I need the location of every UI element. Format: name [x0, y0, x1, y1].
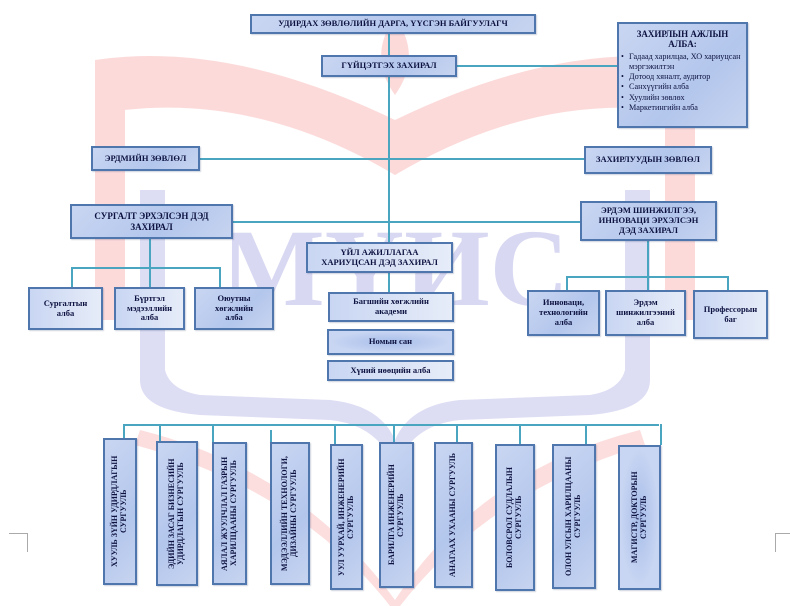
education-deputy-label: СУРГАЛТ ЭРХЭЛСЭН ДЭД ЗАХИРАЛ [94, 211, 209, 232]
research-unit-label: Профессорын баг [703, 303, 758, 324]
connector-edu-1 [71, 267, 73, 287]
school-label: БОЛОВСРОЛ СУДЛАЛЫН СУРГУУЛЬ [505, 467, 523, 568]
operations-unit-box[interactable]: Хүний нөөцийн алба [327, 360, 454, 381]
operations-unit-label: Багшийн хөгжлийн академи [353, 296, 429, 316]
operations-unit-box[interactable]: Номын сан [327, 329, 454, 355]
operations-deputy-box[interactable]: ҮЙЛ АЖИЛЛАГАА ХАРИУЦСАН ДЭД ЗАХИРАЛ [306, 242, 453, 273]
connector-schools-bar [123, 424, 659, 426]
connector-school-drop [519, 424, 521, 444]
connector-school-drop [212, 424, 214, 442]
directors-council-box[interactable]: ЗАХИРЛУУДЫН ЗӨВЛӨЛ [584, 146, 712, 174]
director-office-item: Хуулийн зөвлөх [621, 93, 746, 104]
education-unit-label: Оюутны хөгжлийн алба [215, 292, 253, 323]
connector-school-drop [660, 424, 662, 445]
board-chair-box[interactable]: УДИРДАХ ЗӨВЛӨЛИЙН ДАРГА, ҮҮСГЭН БАЙГУУЛА… [250, 14, 536, 34]
school-label: МЭДЭЭЛЛИЙН ТЕХНОЛОГИ, ДИЗАЙНЫ СУРГУУЛЬ [280, 456, 298, 571]
connector-edu-3 [219, 267, 221, 287]
director-office-title: ЗАХИРЛЫН АЖЛЫН АЛБА: [636, 29, 729, 50]
school-label: ОЛОН УЛСЫН ХАРИЛЦААНЫ СУРГУУЛЬ [564, 456, 582, 577]
research-unit-box[interactable]: Инноваци, технологийн алба [527, 290, 600, 336]
connector-school-drop [334, 424, 336, 444]
school-label: УУЛ УУРХАЙ, ИНЖЕНЕРИЙН СУРГУУЛЬ [336, 458, 355, 576]
school-label: ХУУЛЬ ЗҮЙН УДИРДЛАГЫН СУРГУУЛЬ [110, 455, 128, 568]
connector-school-drop [585, 424, 587, 444]
research-unit-box[interactable]: Эрдэм шинжилгээний алба [605, 290, 686, 336]
school-label: АЯЛАЛ ЖУУЛЧЛАЛ ГАЗРЫН ХАРИЛЦААНЫ СУРГУУЛ… [219, 456, 238, 571]
director-office-item: Санхүүгийн алба [621, 82, 746, 93]
connector-research-2 [647, 276, 649, 290]
school-box[interactable]: БАРИЛГА ИНЖЕНЕРИЙН СУРГУУЛЬ [379, 442, 414, 588]
school-box[interactable]: УУЛ УУРХАЙ, ИНЖЕНЕРИЙН СУРГУУЛЬ [330, 444, 363, 590]
education-unit-box[interactable]: Сургалтын алба [28, 287, 103, 330]
school-label: ЭДИЙН ЗАСАГ БИЗНЕСИЙН УДИРДЛАГЫН СУРГУУЛ… [167, 458, 185, 569]
academic-council-box[interactable]: ЭРДМИЙН ЗӨВЛӨЛ [91, 146, 200, 171]
connector-school-drop [456, 424, 458, 442]
research-deputy-box[interactable]: ЭРДЭМ ШИНЖИЛГЭЭ, ИННОВАЦИ ЭРХЭЛСЭН ДЭД З… [580, 201, 717, 241]
education-unit-box[interactable]: Оюутны хөгжлийн алба [194, 287, 274, 330]
school-box[interactable]: МАГИСТР, ДОКТОРЫН СУРГУУЛЬ [618, 445, 661, 590]
school-box[interactable]: АНАГААХ УХААНЫ СУРГУУЛЬ [434, 442, 473, 588]
connector-councils [200, 158, 584, 160]
connector-exec-to-office [457, 65, 617, 67]
connector-research-1 [566, 276, 568, 290]
operations-unit-box[interactable]: Багшийн хөгжлийн академи [328, 292, 454, 322]
board-chair-label: УДИРДАХ ЗӨВЛӨЛИЙН ДАРГА, ҮҮСГЭН БАЙГУУЛА… [278, 18, 508, 29]
connector-school-drop [393, 424, 395, 442]
education-unit-box[interactable]: Бүртгэл мэдээллийн алба [114, 287, 185, 330]
connector-main-trunk [388, 76, 390, 292]
director-office-list: Гадаад харилцаа, ХО хариуцсан мэргэжилтэ… [619, 52, 746, 114]
connector-edu-bar [71, 267, 221, 269]
school-box[interactable]: БОЛОВСРОЛ СУДЛАЛЫН СУРГУУЛЬ [495, 444, 535, 591]
director-office-box[interactable]: ЗАХИРЛЫН АЖЛЫН АЛБА: Гадаад харилцаа, ХО… [617, 22, 748, 128]
research-unit-label: Эрдэм шинжилгээний алба [616, 297, 675, 327]
connector-research-down [647, 241, 649, 276]
connector-school-drop [123, 424, 125, 438]
connector-school-drop [270, 430, 272, 442]
education-deputy-box[interactable]: СУРГАЛТ ЭРХЭЛСЭН ДЭД ЗАХИРАЛ [70, 204, 233, 239]
operations-unit-label: Номын сан [368, 336, 413, 347]
school-box[interactable]: ЭДИЙН ЗАСАГ БИЗНЕСИЙН УДИРДЛАГЫН СУРГУУЛ… [156, 441, 198, 586]
academic-council-label: ЭРДМИЙН ЗӨВЛӨЛ [104, 152, 187, 163]
directors-council-label: ЗАХИРЛУУДЫН ЗӨВЛӨЛ [596, 154, 700, 165]
connector-deputies [233, 221, 580, 223]
research-unit-label: Инноваци, технологийн алба [539, 297, 588, 327]
executive-director-label: ГҮЙЦЭТГЭХ ЗАХИРАЛ [341, 60, 437, 71]
operations-unit-label: Хүний нөөцийн алба [350, 364, 431, 375]
school-box[interactable]: ОЛОН УЛСЫН ХАРИЛЦААНЫ СУРГУУЛЬ [552, 444, 596, 589]
connector-board-to-exec [388, 33, 390, 55]
connector-research-3 [727, 276, 729, 290]
director-office-item: Дотоод хяналт, аудитор [621, 72, 746, 83]
school-label: МАГИСТР, ДОКТОРЫН СУРГУУЛЬ [629, 471, 648, 564]
school-box[interactable]: ХУУЛЬ ЗҮЙН УДИРДЛАГЫН СУРГУУЛЬ [103, 438, 137, 585]
school-label: АНАГААХ УХААНЫ СУРГУУЛЬ [448, 452, 458, 578]
operations-deputy-label: ҮЙЛ АЖИЛЛАГАА ХАРИУЦСАН ДЭД ЗАХИРАЛ [321, 246, 438, 267]
director-office-item: Гадаад харилцаа, ХО хариуцсан мэргэжилтэ… [621, 52, 746, 73]
executive-director-box[interactable]: ГҮЙЦЭТГЭХ ЗАХИРАЛ [321, 55, 457, 77]
education-unit-label: Бүртгэл мэдээллийн алба [126, 292, 173, 323]
watermark-red-shape [95, 56, 695, 320]
crop-mark-right [775, 533, 790, 552]
school-label: БАРИЛГА ИНЖЕНЕРИЙН СУРГУУЛЬ [386, 464, 405, 566]
connector-edu-down [149, 239, 151, 267]
education-unit-label: Сургалтын алба [43, 297, 88, 318]
director-office-item: Маркетингийн алба [621, 103, 746, 114]
school-box[interactable]: АЯЛАЛ ЖУУЛЧЛАЛ ГАЗРЫН ХАРИЛЦААНЫ СУРГУУЛ… [212, 442, 247, 585]
research-deputy-label: ЭРДЭМ ШИНЖИЛГЭЭ, ИННОВАЦИ ЭРХЭЛСЭН ДЭД З… [598, 205, 699, 235]
connector-edu-2 [149, 267, 151, 287]
crop-mark-left [9, 533, 28, 552]
school-box[interactable]: МЭДЭЭЛЛИЙН ТЕХНОЛОГИ, ДИЗАЙНЫ СУРГУУЛЬ [270, 442, 310, 585]
connector-school-drop [159, 424, 161, 441]
research-unit-box[interactable]: Профессорын баг [693, 290, 768, 339]
